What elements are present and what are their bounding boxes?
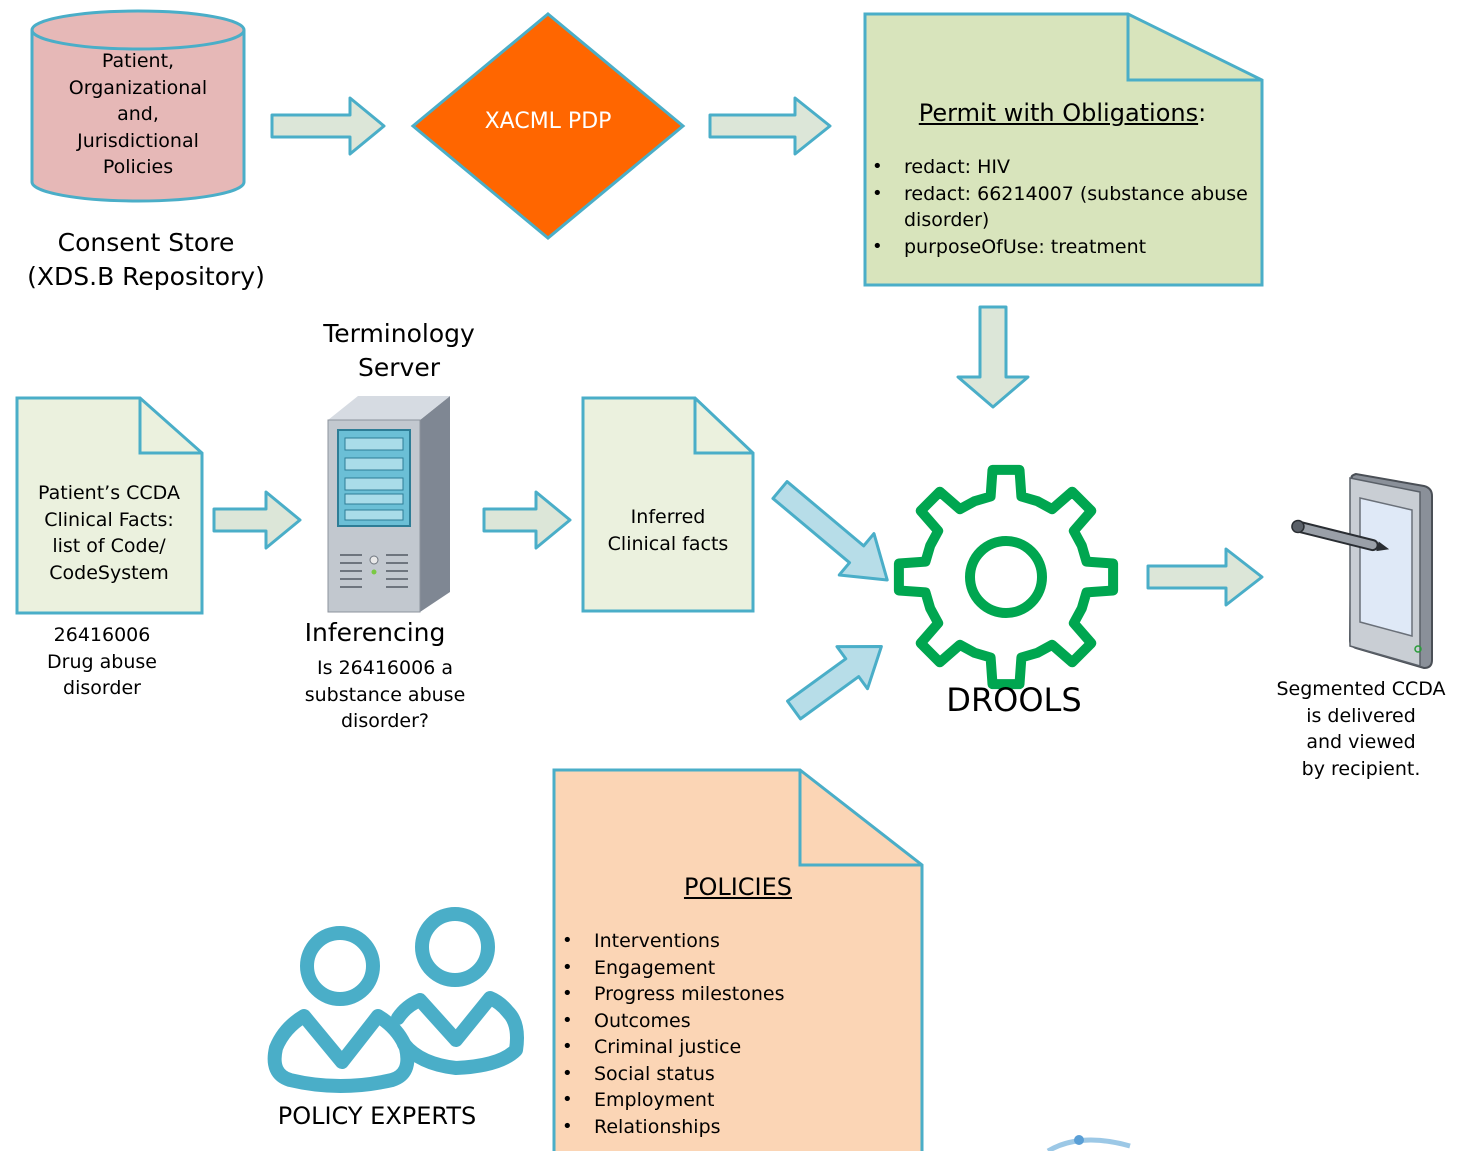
cylinder-line: and, xyxy=(117,103,159,125)
ccda-caption: 26416006 Drug abuse disorder xyxy=(10,622,194,702)
ccda-caption-line: Drug abuse xyxy=(47,650,157,673)
obligations-list: redact: HIV redact: 66214007 (substance … xyxy=(868,154,1253,260)
ccda-note-fold xyxy=(138,398,202,455)
arrow-inferred-to-drools xyxy=(771,480,889,582)
recipient-line: Segmented CCDA xyxy=(1276,678,1446,700)
arrow-obligations-to-drools xyxy=(956,305,1030,409)
question-line: disorder? xyxy=(341,710,429,732)
inferred-note xyxy=(581,396,755,613)
ccda-caption-line: disorder xyxy=(63,677,141,699)
inferred-line: Clinical facts xyxy=(607,532,729,555)
obligation-item: redact: 66214007 (substance abuse disord… xyxy=(868,181,1253,234)
partial-logo-icon xyxy=(1046,1135,1131,1151)
drools-label: DROOLS xyxy=(904,680,1124,720)
consent-store-cylinder-text: Patient, Organizational and, Jurisdictio… xyxy=(34,48,242,181)
pdp-label: XACML PDP xyxy=(430,108,666,136)
inferencing-text: Inferencing xyxy=(304,618,446,647)
cylinder-line: Patient, xyxy=(101,50,175,72)
experts-label: POLICY EXPERTS xyxy=(248,1101,506,1131)
people-icon xyxy=(267,907,524,1093)
obligation-item: purposeOfUse: treatment xyxy=(868,234,1253,261)
cylinder-line: Jurisdictional xyxy=(77,129,199,152)
obligations-title-suffix: : xyxy=(1198,99,1207,127)
caption-line: Consent Store xyxy=(57,228,235,257)
obligations-content: Permit with Obligations: redact: HIV red… xyxy=(868,98,1253,260)
question-line: Is 26416006 a xyxy=(317,657,453,679)
policies-content: POLICIES Interventions Engagement Progre… xyxy=(558,872,918,1140)
inferencing-label: Inferencing xyxy=(266,617,484,648)
pdp-label-text: XACML PDP xyxy=(484,109,612,134)
obligations-title-text: Permit with Obligations xyxy=(918,99,1199,127)
inferred-text: Inferred Clinical facts xyxy=(585,504,751,557)
policy-item: Social status xyxy=(558,1061,918,1088)
terminology-line: Server xyxy=(358,353,440,382)
ccda-line: Patient’s CCDA xyxy=(38,482,180,504)
caption-line: (XDS.B Repository) xyxy=(27,262,265,291)
drools-text: DROOLS xyxy=(946,681,1082,719)
gear-hub xyxy=(965,536,1047,618)
recipient-line: by recipient. xyxy=(1301,757,1421,780)
question-line: substance abuse xyxy=(304,683,466,706)
policy-item: Relationships xyxy=(558,1114,918,1141)
policies-note-fold xyxy=(798,770,922,867)
gear-outline xyxy=(893,464,1119,690)
policy-item: Criminal justice xyxy=(558,1034,918,1061)
recipient-line: is delivered xyxy=(1306,704,1416,727)
policy-item: Outcomes xyxy=(558,1008,918,1035)
gear-icon xyxy=(893,464,1119,690)
arrow-drools-to-recipient xyxy=(1146,547,1264,607)
ccda-line: list of Code/ xyxy=(52,535,166,557)
arrow-ccda-to-server xyxy=(212,490,302,550)
obligations-note-fold xyxy=(1126,14,1262,82)
recipient-caption: Segmented CCDA is delivered and viewed b… xyxy=(1256,676,1466,782)
arrow-policies-to-drools xyxy=(786,645,883,721)
ccda-caption-line: 26416006 xyxy=(53,624,151,646)
policy-item: Progress milestones xyxy=(558,981,918,1008)
policy-item: Interventions xyxy=(558,928,918,955)
policy-item: Employment xyxy=(558,1087,918,1114)
recipient-line: and viewed xyxy=(1306,731,1416,753)
obligation-item: redact: HIV xyxy=(868,154,1253,181)
consent-store-cylinder xyxy=(30,9,246,203)
terminology-title: Terminology Server xyxy=(290,317,508,385)
obligations-title: Permit with Obligations: xyxy=(868,98,1253,128)
arrow-server-to-inferred xyxy=(482,490,572,550)
ccda-text: Patient’s CCDA Clinical Facts: list of C… xyxy=(20,480,198,586)
server-icon xyxy=(327,396,450,613)
ccda-line: CodeSystem xyxy=(49,561,169,584)
policies-title: POLICIES xyxy=(558,872,918,902)
terminology-line: Terminology xyxy=(323,319,475,348)
tablet-icon xyxy=(1291,472,1433,670)
policies-title-text: POLICIES xyxy=(683,873,793,901)
inferencing-question: Is 26416006 a substance abuse disorder? xyxy=(270,655,500,735)
policies-list: Interventions Engagement Progress milest… xyxy=(558,928,918,1140)
cylinder-line: Organizational xyxy=(68,76,208,99)
arrow-store-to-pdp xyxy=(270,96,386,156)
policy-item: Engagement xyxy=(558,955,918,982)
consent-store-caption: Consent Store (XDS.B Repository) xyxy=(0,226,292,294)
arrow-pdp-to-obligations xyxy=(708,96,832,156)
experts-text: POLICY EXPERTS xyxy=(277,1102,477,1130)
inferred-line: Inferred xyxy=(630,506,706,528)
inferred-note-fold xyxy=(693,398,753,455)
pdp-diamond xyxy=(410,12,686,240)
ccda-line: Clinical Facts: xyxy=(44,508,174,531)
cylinder-line: Policies xyxy=(102,156,174,178)
